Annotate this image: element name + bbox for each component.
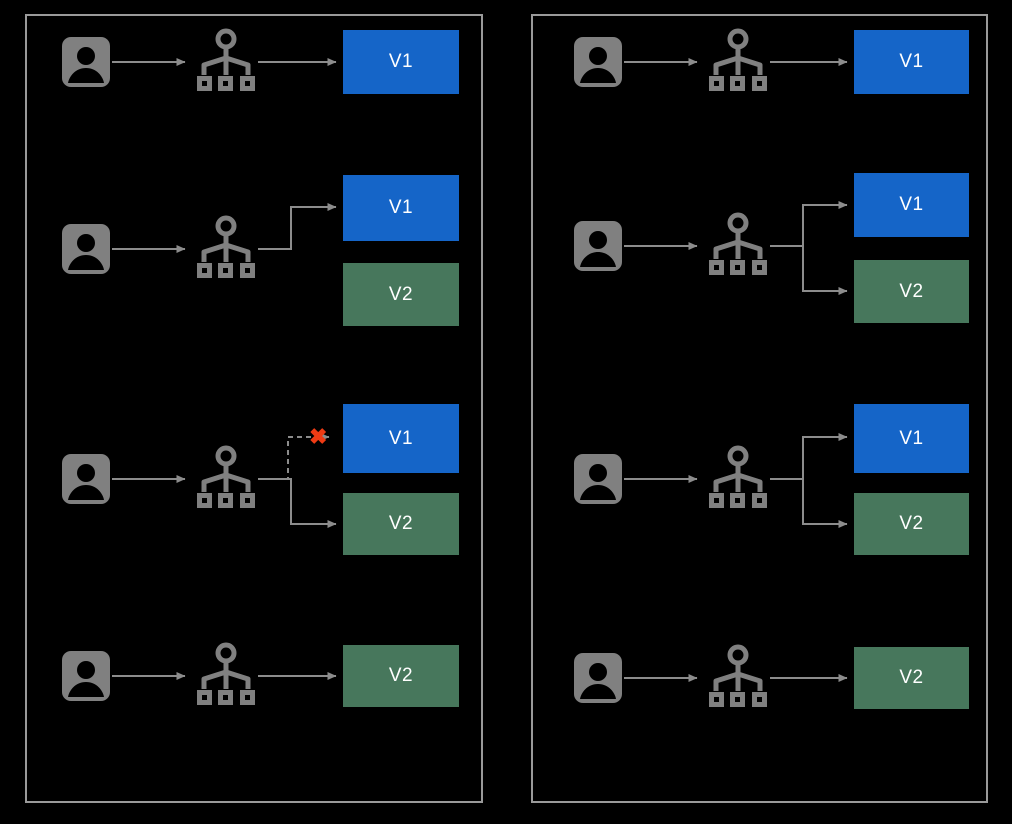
person-icon: [62, 224, 110, 274]
version-box-v2[interactable]: V2: [854, 647, 969, 709]
hierarchy-icon: [197, 215, 255, 278]
version-box-v1[interactable]: V1: [343, 30, 459, 94]
version-box-v1[interactable]: V1: [343, 175, 459, 241]
blocked-route-x-icon: ✖: [309, 424, 328, 449]
person-icon: [62, 37, 110, 87]
version-box-v2[interactable]: V2: [343, 645, 459, 707]
hierarchy-icon: [709, 445, 767, 508]
person-icon: [574, 653, 622, 703]
left-panel: [25, 14, 483, 803]
hierarchy-icon: [197, 642, 255, 705]
version-box-v1[interactable]: V1: [854, 30, 969, 94]
person-icon: [62, 651, 110, 701]
hierarchy-icon: [709, 212, 767, 275]
hierarchy-icon: [197, 445, 255, 508]
person-icon: [62, 454, 110, 504]
version-box-v1[interactable]: V1: [854, 404, 969, 473]
version-box-v1[interactable]: V1: [343, 404, 459, 473]
right-panel: [531, 14, 988, 803]
person-icon: [574, 221, 622, 271]
version-box-v1[interactable]: V1: [854, 173, 969, 237]
version-box-v2[interactable]: V2: [854, 260, 969, 323]
hierarchy-icon: [197, 28, 255, 91]
hierarchy-icon: [709, 644, 767, 707]
hierarchy-icon: [709, 28, 767, 91]
person-icon: [574, 454, 622, 504]
version-box-v2[interactable]: V2: [343, 263, 459, 326]
version-box-v2[interactable]: V2: [343, 493, 459, 555]
person-icon: [574, 37, 622, 87]
version-box-v2[interactable]: V2: [854, 493, 969, 555]
